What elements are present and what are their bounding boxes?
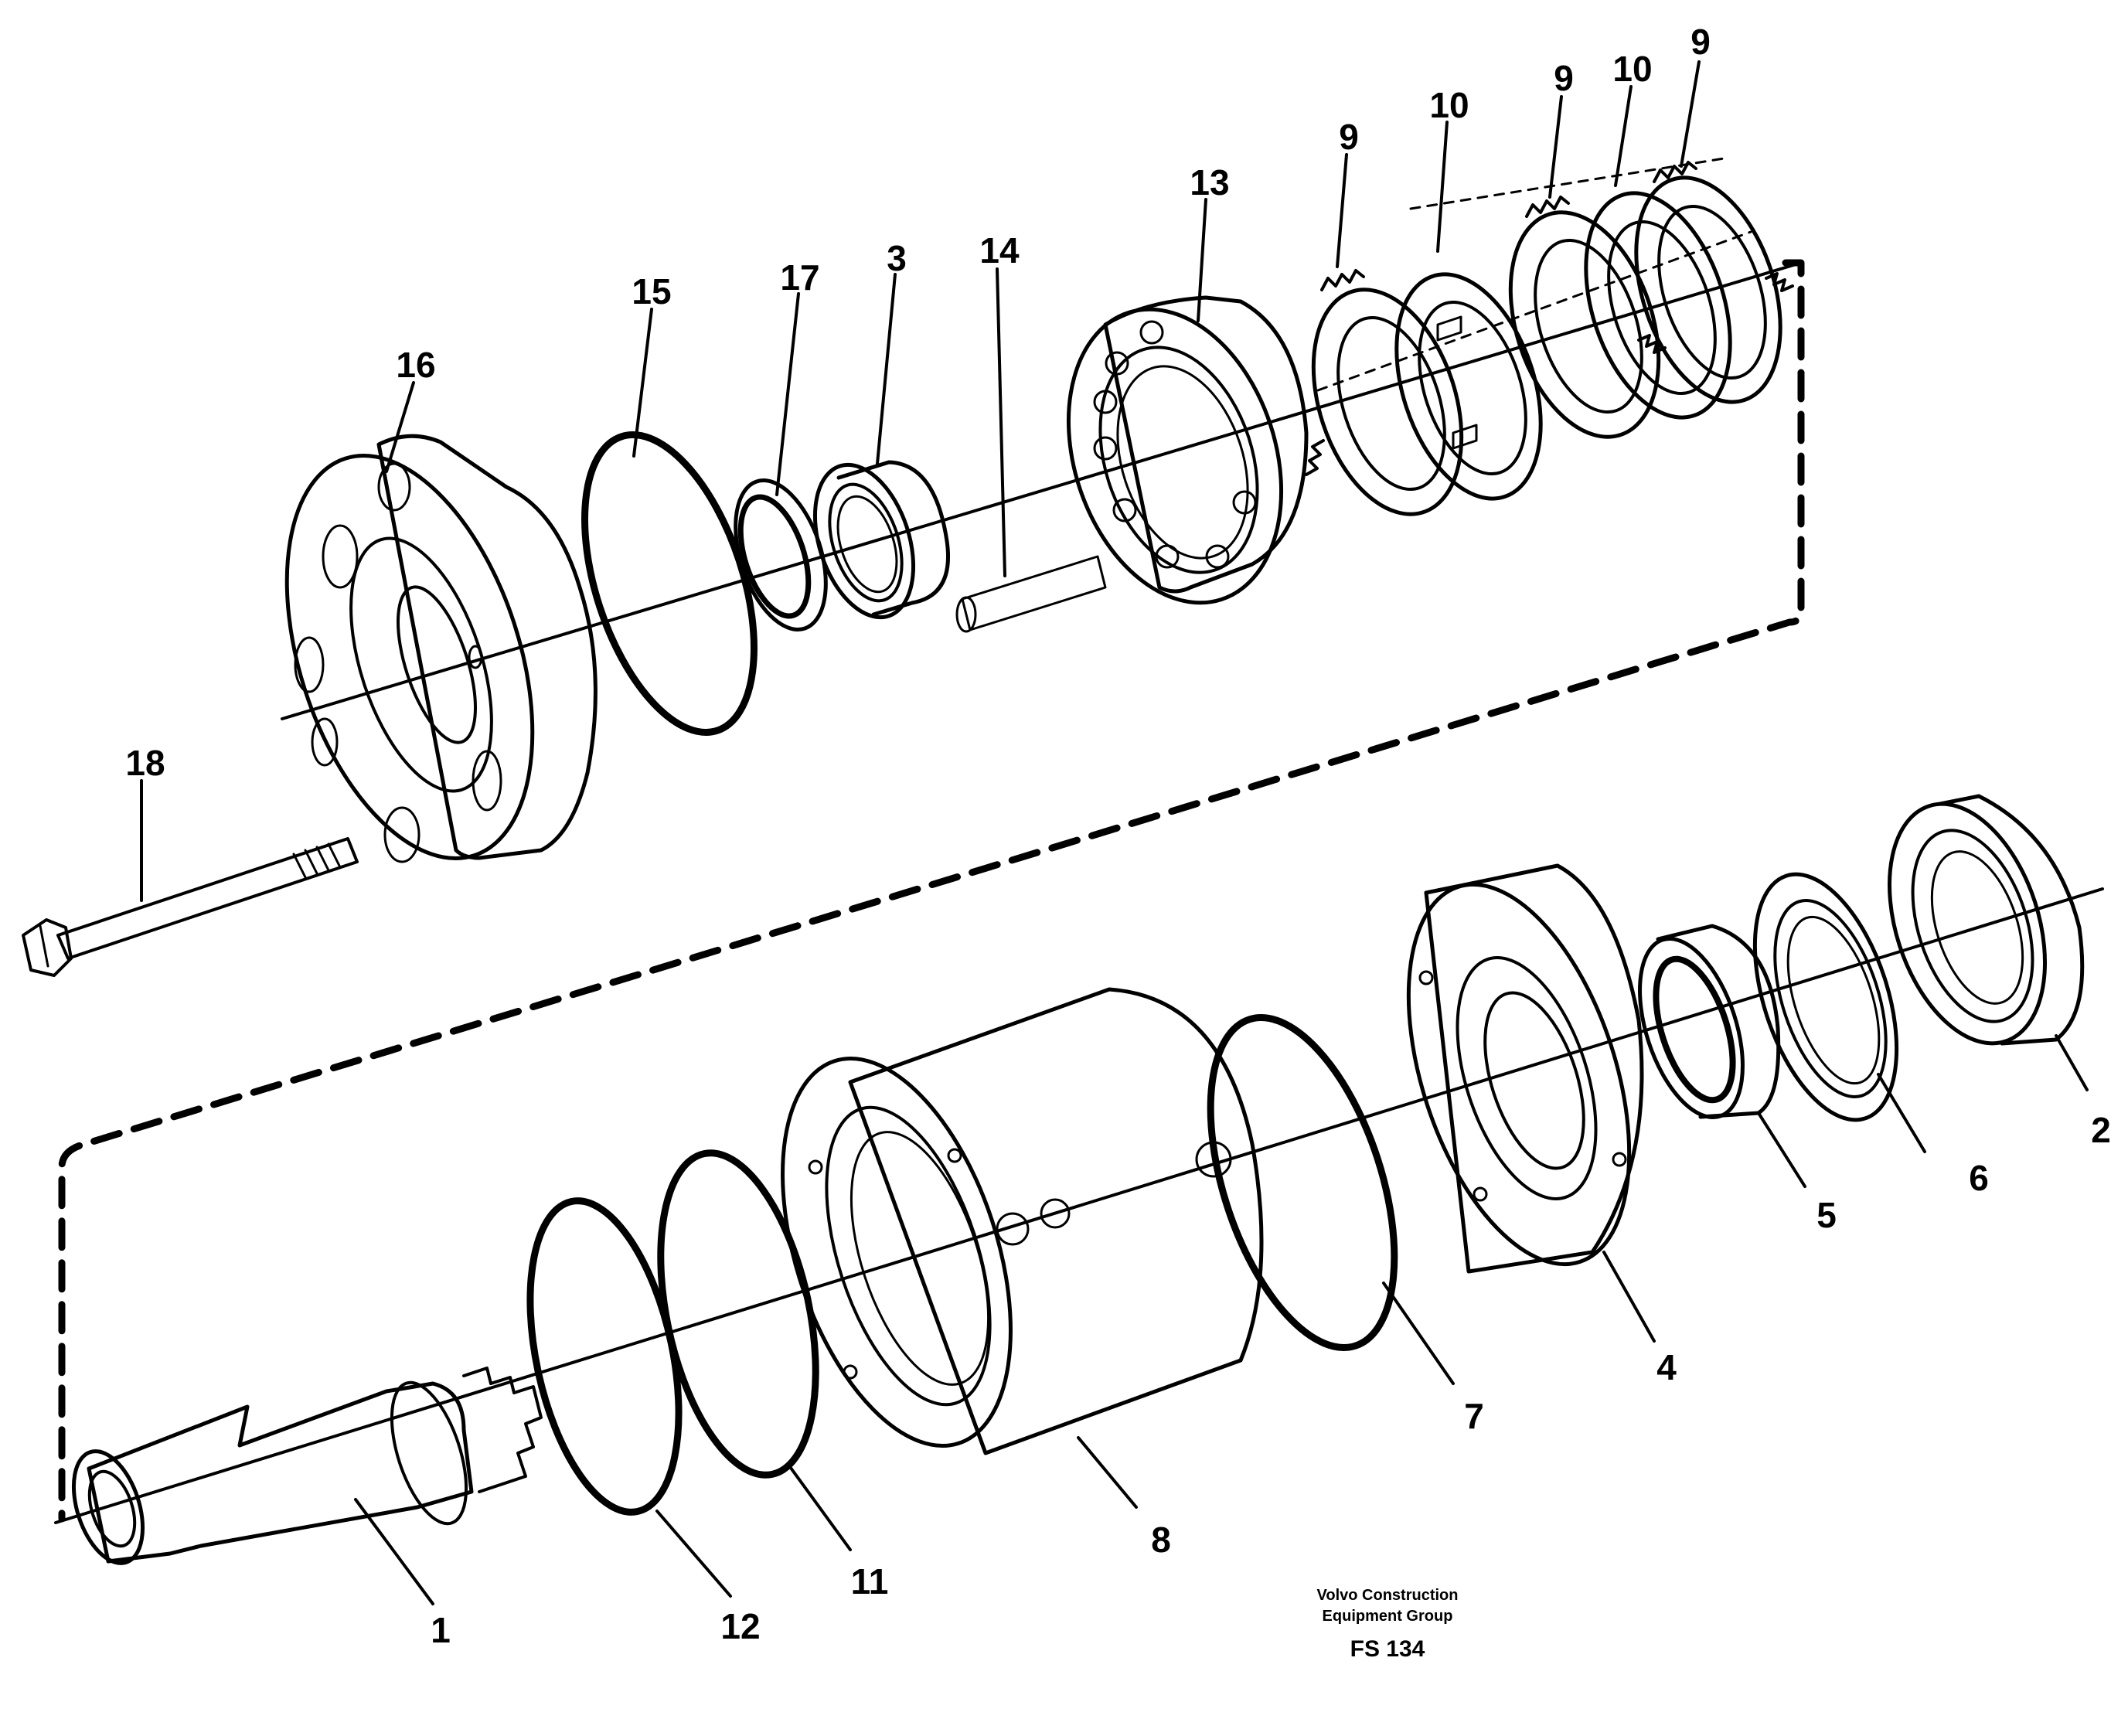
disc-pack — [1305, 161, 1794, 516]
part-1-shaft — [71, 1367, 543, 1565]
part-3-bearing — [812, 460, 950, 620]
part-4-cover-flange — [1406, 863, 1644, 1274]
callout-2: 2 — [2091, 1110, 2111, 1150]
callout-4: 4 — [1656, 1347, 1677, 1387]
callout-10-a: 10 — [1429, 85, 1469, 125]
part-5-seal — [1638, 924, 1781, 1120]
callout-12: 12 — [720, 1606, 760, 1646]
part-9-disc-c — [1634, 161, 1794, 404]
part-10-disc-b — [1584, 191, 1732, 420]
callout-15: 15 — [632, 271, 671, 311]
part-6-ring — [1752, 872, 1899, 1122]
footer-company-line1: Volvo Construction — [1317, 1587, 1459, 1604]
callout-9-a: 9 — [1339, 117, 1359, 157]
callout-11: 11 — [851, 1561, 889, 1602]
part-8-cylinder — [781, 987, 1264, 1455]
part-16-housing — [284, 434, 598, 863]
footer-figure-code: FS 134 — [1350, 1636, 1425, 1662]
callout-17: 17 — [780, 257, 819, 298]
callout-14: 14 — [979, 230, 1020, 271]
part-17-seal-ring — [734, 478, 828, 631]
footer: Volvo Construction Equipment Group FS 13… — [1317, 1587, 1459, 1662]
callout-3: 3 — [887, 238, 907, 278]
part-7-o-ring — [1207, 1014, 1398, 1351]
callout-18: 18 — [125, 743, 165, 783]
part-9-disc-b — [1508, 196, 1667, 439]
callout-labels: 16 15 17 3 14 13 9 10 9 10 9 18 2 6 5 4 … — [125, 22, 2110, 1650]
footer-company-line2: Equipment Group — [1323, 1608, 1453, 1625]
part-14-spring — [955, 555, 1107, 633]
part-9-disc-a — [1305, 269, 1464, 516]
callout-9-b: 9 — [1554, 58, 1574, 98]
callout-1: 1 — [431, 1610, 451, 1650]
part-18-bolt — [22, 837, 359, 977]
callout-10-b: 10 — [1612, 49, 1652, 89]
part-2-shaft-seal — [1887, 794, 2085, 1046]
callout-8: 8 — [1151, 1520, 1171, 1560]
callout-6: 6 — [1969, 1158, 1989, 1198]
callout-5: 5 — [1816, 1195, 1837, 1235]
callout-7: 7 — [1464, 1396, 1484, 1436]
callout-16: 16 — [396, 345, 435, 385]
leader-lines — [140, 60, 2089, 1605]
callout-9-c: 9 — [1690, 22, 1711, 62]
part-13-piston — [1066, 295, 1309, 605]
callout-13: 13 — [1190, 162, 1229, 203]
part-10-disc-a — [1394, 272, 1543, 501]
